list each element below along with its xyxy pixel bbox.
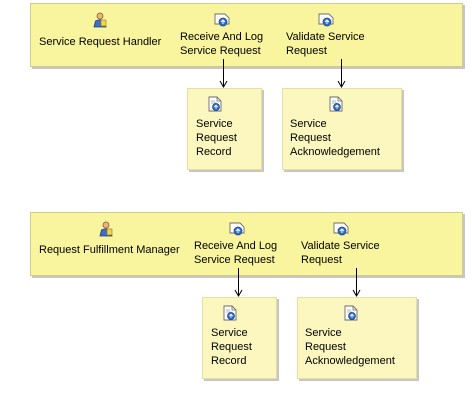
task-label[interactable]: Receive And Log Service Request (180, 31, 264, 57)
work-product-label: Service Request Record (211, 327, 252, 367)
task-icon (333, 221, 349, 237)
work-product-label: Service Request Acknowledgement (290, 118, 380, 158)
work-product-icon (343, 305, 359, 321)
work-product-box[interactable] (187, 88, 262, 170)
task-icon (214, 12, 230, 28)
role-label: Request Fulfillment Manager (39, 244, 180, 256)
work-product-icon (207, 96, 223, 112)
task-icon (229, 221, 245, 237)
work-product-label: Service Request Acknowledgement (305, 327, 395, 367)
task-label[interactable]: Validate Service Request (301, 240, 380, 266)
work-product-label: Service Request Record (196, 118, 237, 158)
work-product-icon (222, 305, 238, 321)
role-person-icon (98, 221, 114, 237)
role-band-2 (30, 212, 463, 276)
task-label[interactable]: Validate Service Request (286, 31, 365, 57)
work-product-icon (328, 96, 344, 112)
role-person-icon (92, 12, 108, 28)
task-icon (318, 12, 334, 28)
role-label: Service Request Handler (39, 36, 162, 48)
task-label[interactable]: Receive And Log Service Request (194, 240, 278, 266)
work-product-box[interactable] (202, 297, 277, 379)
